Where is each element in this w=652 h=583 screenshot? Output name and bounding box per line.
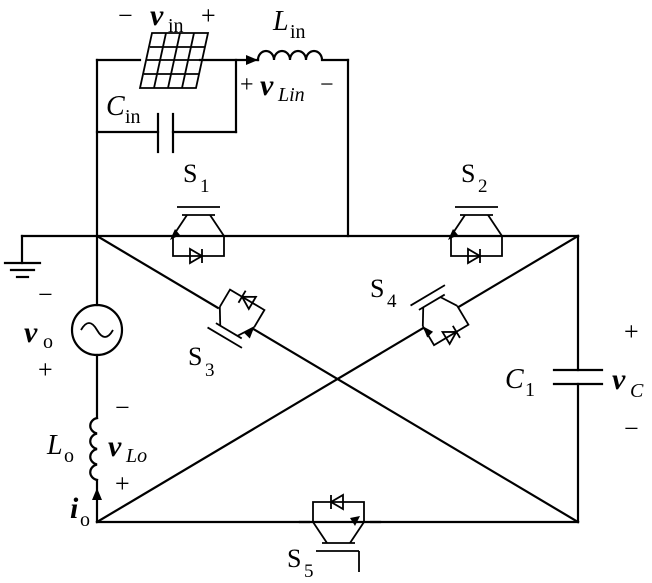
switch-s2-icon: [448, 206, 503, 265]
s1-label: S: [183, 159, 197, 188]
inductor-lo-icon: [89, 416, 99, 482]
vlo-sub-label: Lo: [125, 445, 147, 467]
vin-minus-label: −: [118, 1, 133, 30]
vc-label: v: [612, 363, 626, 396]
cin-label: C: [106, 91, 125, 122]
s3-sub-label: 3: [205, 360, 215, 381]
wiring: [20, 58, 580, 524]
vc-minus-label: −: [624, 414, 639, 443]
vlin-label: v: [260, 69, 274, 102]
c1-label: C: [505, 364, 524, 395]
vlin-minus-label: −: [320, 72, 334, 98]
s1-sub-label: 1: [200, 176, 210, 197]
s5-label: S: [287, 544, 301, 573]
vlin-sub-label: Lin: [277, 84, 305, 106]
vin-plus-label: +: [201, 1, 216, 30]
switch-s4-icon: [410, 284, 470, 347]
vin-label: v: [150, 0, 164, 32]
switch-s1-icon: [170, 206, 225, 265]
capacitor-cin-icon: [156, 112, 175, 154]
ground-icon: [3, 261, 42, 279]
ac-source-icon: [70, 303, 124, 357]
lin-label: L: [272, 6, 289, 37]
s4-sub-label: 4: [387, 291, 397, 312]
s2-label: S: [461, 159, 475, 188]
io-label: i: [70, 492, 79, 525]
cin-sub-label: in: [125, 106, 141, 128]
lo-sub-label: o: [64, 445, 74, 467]
inductor-lin-icon: [256, 49, 324, 62]
capacitor-c1-icon: [552, 368, 604, 386]
vlin-plus-label: +: [240, 72, 254, 98]
pv-panel-icon: [138, 32, 210, 89]
vlo-label: v: [108, 430, 122, 463]
vc-plus-label: +: [624, 317, 639, 346]
s5-sub-label: 5: [304, 561, 314, 582]
lin-sub-label: in: [290, 21, 306, 43]
vlo-plus-label: +: [115, 469, 130, 498]
vo-plus-label: +: [38, 355, 53, 384]
vo-sub-label: o: [43, 331, 53, 353]
vin-sub-label: in: [168, 15, 184, 37]
s3-label: S: [188, 342, 202, 371]
vo-minus-label: −: [38, 280, 53, 309]
arrow-icon: [246, 55, 258, 65]
vo-label: v: [24, 316, 38, 349]
lo-label: L: [46, 430, 63, 461]
labels: − v in + L in + v Lin − C in S 1 S 2 S 3…: [24, 0, 644, 582]
io-sub-label: o: [80, 509, 90, 531]
vlo-minus-label: −: [115, 393, 130, 422]
s2-sub-label: 2: [478, 176, 488, 197]
s4-label: S: [370, 274, 384, 303]
vc-sub-label: C: [630, 380, 644, 402]
switch-s3-icon: [207, 287, 266, 349]
c1-sub-label: 1: [525, 379, 535, 401]
arrow-icon: [92, 488, 102, 500]
switch-s5-icon: [298, 493, 382, 572]
